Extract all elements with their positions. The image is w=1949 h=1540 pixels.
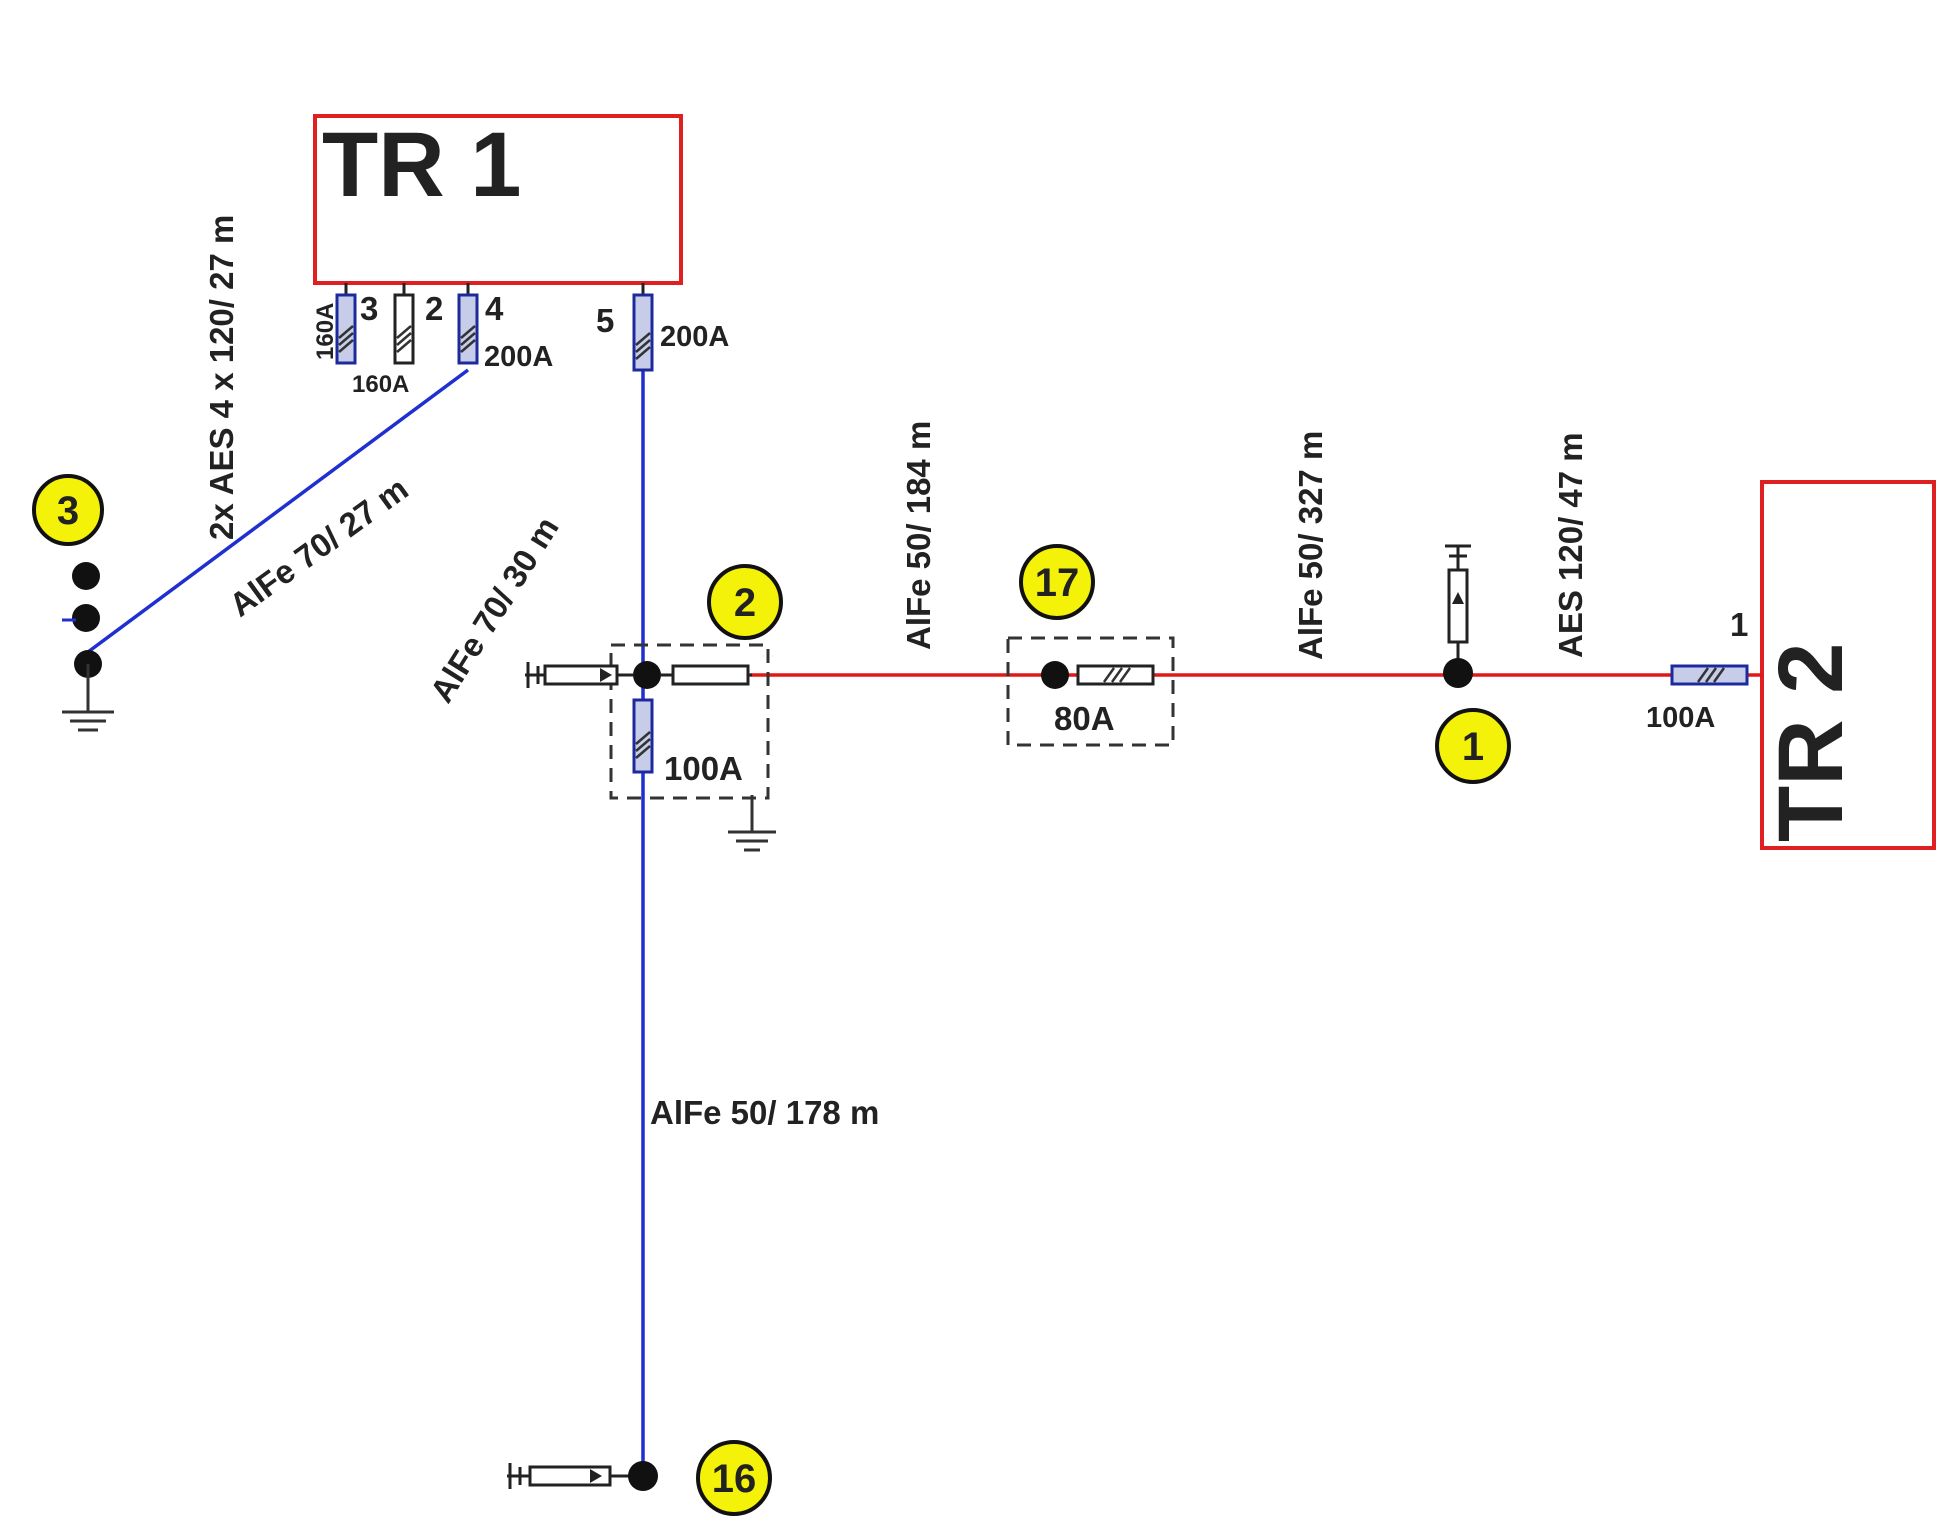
tr1-outlet-2-rating: 160A <box>352 371 409 398</box>
node-2-right-fuse <box>660 664 752 686</box>
tr1-outlet-3-rating: 160A <box>312 303 339 360</box>
cable-label-alfe-50-327: AlFe 50/ 327 m <box>1292 431 1329 660</box>
node-2-down-fuse <box>632 698 654 774</box>
tr1-outlet-5-num: 5 <box>596 302 614 339</box>
tr1-outlet-2-num: 2 <box>425 290 443 327</box>
tr1-outlet-4-rating: 200A <box>484 341 553 373</box>
node-3-pole-dot-top <box>72 562 100 590</box>
node-16-fuse <box>507 1463 630 1489</box>
node-3-pole-dot-middle <box>72 604 100 632</box>
tr1-outlet-4-num: 4 <box>485 290 504 327</box>
node-2-fuse-rating: 100A <box>664 750 743 787</box>
node-16-number: 16 <box>712 1457 757 1501</box>
tr1-outlet-4 <box>457 283 479 365</box>
tr1-box <box>313 114 683 285</box>
line-alfe-70-27 <box>86 368 470 654</box>
node-2-junction-dot <box>633 661 661 689</box>
cable-label-alfe-70-27: AlFe 70/ 27 m <box>222 470 414 624</box>
tr1-outlet-2 <box>393 283 415 365</box>
node-2-marker <box>707 564 783 640</box>
ground-icon <box>62 664 114 732</box>
cable-label-alfe-50-184: AlFe 50/ 184 m <box>900 421 937 650</box>
node-2-dashed-box <box>609 643 770 800</box>
node-17-number: 17 <box>1035 561 1080 605</box>
node-3-marker <box>32 474 104 546</box>
node-2-number: 2 <box>734 581 756 625</box>
tr1-outlet-5 <box>632 283 654 372</box>
node-1-marker <box>1435 708 1511 784</box>
tr2-outlet-1-fuse <box>1670 664 1749 686</box>
node-2-left-fuse <box>525 662 633 688</box>
tr1-outlet-3 <box>335 283 357 365</box>
node-16-marker <box>696 1440 772 1516</box>
cable-label-alfe-50-178: AlFe 50/ 178 m <box>650 1094 879 1131</box>
node-1-up-fuse <box>1445 544 1471 660</box>
tr1-outlet-5-rating: 200A <box>660 321 729 353</box>
node-17-dot <box>1041 661 1069 689</box>
cable-label-aes-double: 2x AES 4 x 120/ 27 m <box>203 215 240 540</box>
tr2-box <box>1760 480 1936 850</box>
node-17-fuse-rating: 80A <box>1054 700 1115 737</box>
tr1-outlet-3-num: 3 <box>360 290 378 327</box>
node-1-number: 1 <box>1462 725 1484 769</box>
node-3-number: 3 <box>57 489 79 533</box>
tr2-label: TR 2 <box>1760 643 1862 842</box>
node-17-marker <box>1019 544 1095 620</box>
tr2-outlet-1-num: 1 <box>1730 606 1748 643</box>
cable-label-aes-120-47: AES 120/ 47 m <box>1552 432 1589 658</box>
tr1-label: TR 1 <box>322 114 521 216</box>
tr2-outlet-1-rating: 100A <box>1646 702 1715 734</box>
node-16-dot <box>628 1461 658 1491</box>
ground-icon <box>728 795 776 852</box>
node-17-fuse <box>1076 664 1155 686</box>
node-17-dashed-box <box>1006 636 1175 747</box>
node-1-dot <box>1443 658 1473 688</box>
